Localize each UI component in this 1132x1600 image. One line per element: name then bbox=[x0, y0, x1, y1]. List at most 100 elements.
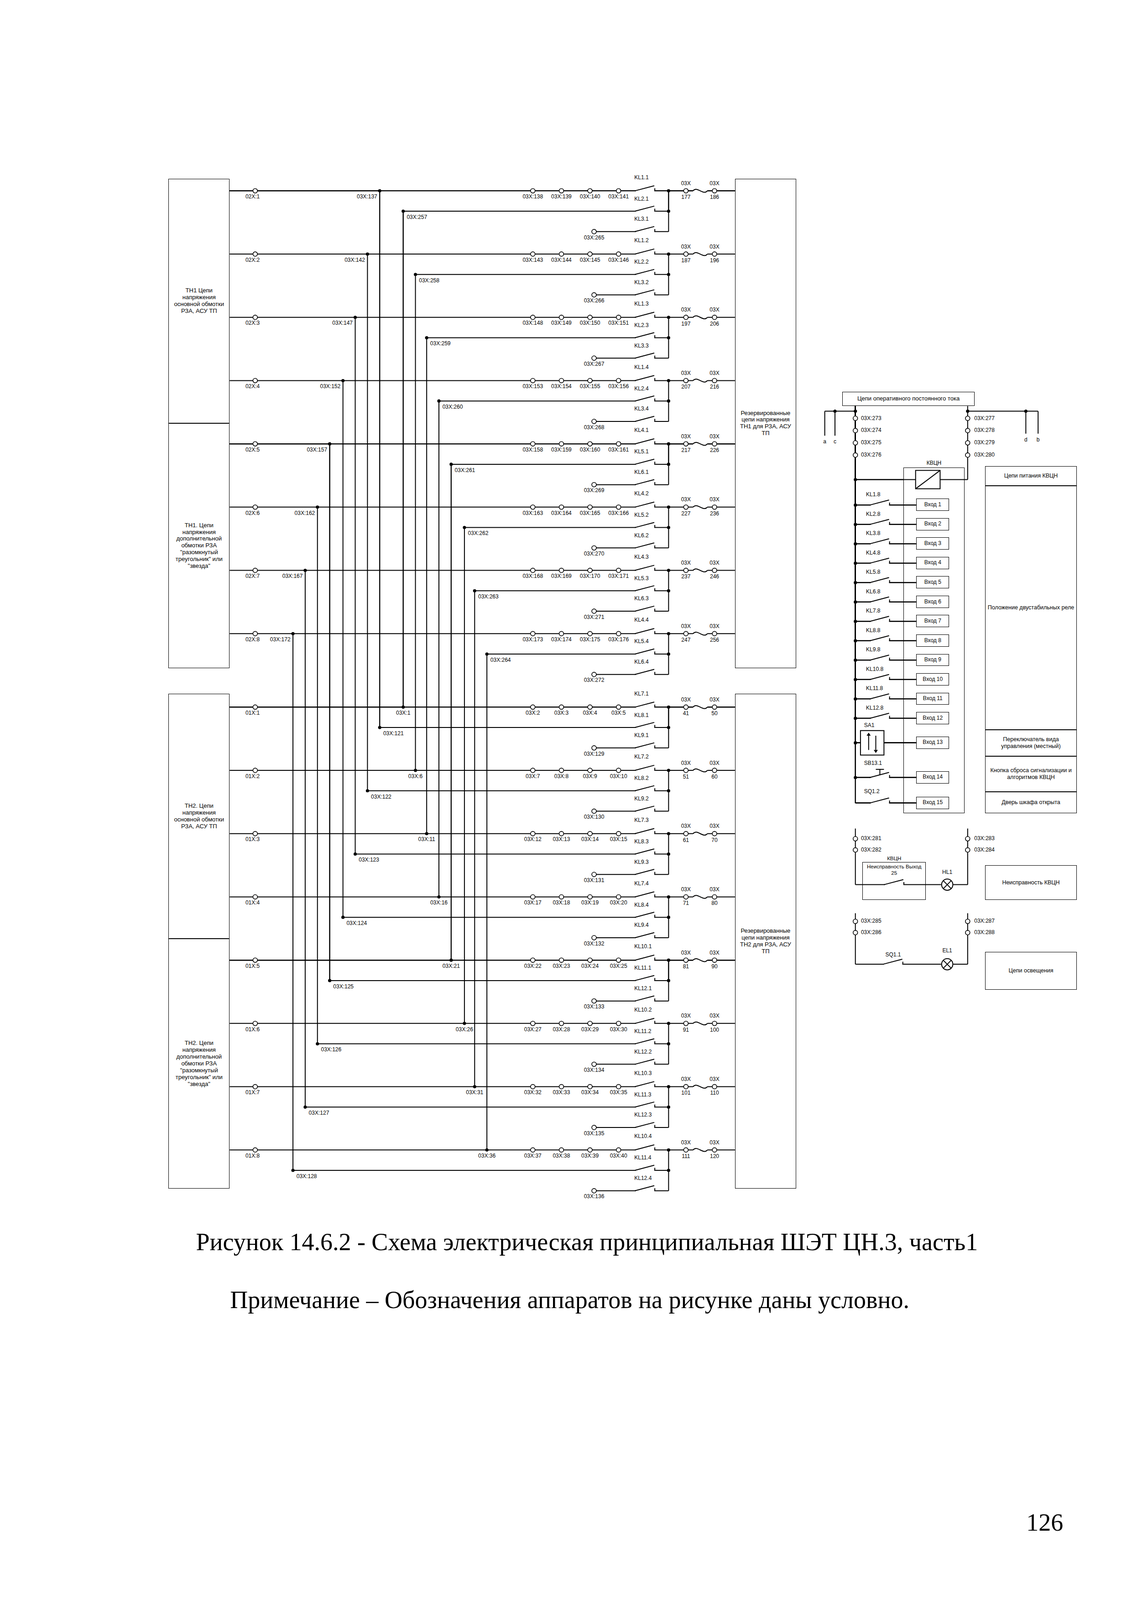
terminal bbox=[559, 895, 564, 900]
controller-box: КВЦНВход 1Вход 2Вход 3Вход 4Вход 5Вход 6… bbox=[903, 467, 965, 814]
terminal-label: 03X bbox=[680, 697, 692, 703]
relay-contact bbox=[635, 1186, 655, 1192]
relay-contact bbox=[654, 271, 656, 275]
wire bbox=[834, 411, 836, 437]
box-text: Вход 12 bbox=[918, 715, 947, 722]
terminal-label: KL3.1 bbox=[633, 216, 649, 222]
terminal-label: 03X:167 bbox=[281, 573, 304, 580]
terminal bbox=[965, 848, 971, 853]
terminal-label: 03X:171 bbox=[607, 573, 630, 580]
terminal bbox=[591, 809, 597, 814]
terminal-label: 03X:160 bbox=[579, 447, 601, 453]
terminal-label: 03X:174 bbox=[550, 636, 573, 643]
terminal-label: 03X bbox=[680, 623, 692, 630]
relay-contact bbox=[869, 798, 890, 804]
terminal-label: KL4.3 bbox=[633, 554, 649, 560]
terminal-label: 03X:176 bbox=[607, 636, 630, 643]
terminal bbox=[683, 1085, 689, 1090]
relay-contact bbox=[889, 677, 891, 680]
disconnect-link bbox=[693, 442, 708, 446]
terminal-label: EL1 bbox=[941, 948, 953, 954]
relay-contact bbox=[635, 933, 655, 939]
relay-contact bbox=[882, 959, 903, 965]
terminal-label: 03X:130 bbox=[583, 814, 606, 820]
terminal-label: 186 bbox=[709, 194, 720, 200]
relay-contact bbox=[889, 800, 891, 804]
junction-dot bbox=[365, 789, 370, 793]
disconnect-link bbox=[693, 506, 708, 509]
terminal-label: 03X:123 bbox=[358, 857, 380, 863]
terminal-label: 03X:151 bbox=[607, 320, 630, 326]
terminal-label: 03X bbox=[709, 623, 720, 630]
junction-dot bbox=[1024, 409, 1028, 413]
annotation-box: Неисправность КВЦН bbox=[985, 865, 1077, 901]
terminal-label: 03X:40 bbox=[609, 1153, 628, 1159]
junction-dot bbox=[378, 726, 382, 730]
terminal bbox=[587, 568, 593, 574]
terminal-label: 03X:157 bbox=[306, 447, 328, 453]
terminal-label: SA1 bbox=[863, 722, 876, 729]
link-gap bbox=[693, 894, 708, 900]
terminal-label: 03X:260 bbox=[442, 404, 464, 410]
terminal-label: 110 bbox=[709, 1090, 720, 1096]
terminal bbox=[587, 378, 593, 384]
wire bbox=[343, 917, 669, 919]
terminal-label: 02X:3 bbox=[245, 320, 261, 326]
terminal bbox=[683, 378, 689, 384]
terminal-label: 217 bbox=[680, 447, 691, 454]
terminal-label: 03X:156 bbox=[607, 383, 630, 390]
relay-contact bbox=[654, 418, 656, 422]
terminal-label: 177 bbox=[680, 194, 691, 200]
box-text: Положение двустабильных реле bbox=[987, 604, 1075, 611]
terminal-label: KL11.4 bbox=[633, 1155, 652, 1161]
fault-output-box: КВЦННеисправность Выход 25 bbox=[862, 862, 926, 901]
wire bbox=[415, 274, 417, 771]
wire bbox=[229, 770, 669, 772]
terminal-label: 03X:281 bbox=[860, 835, 882, 842]
wire bbox=[229, 380, 669, 381]
disconnect-link bbox=[693, 189, 708, 193]
terminal-label: 03X:273 bbox=[860, 415, 882, 422]
wire bbox=[426, 337, 669, 339]
relay-contact bbox=[635, 975, 655, 981]
terminal-label: KL5.2 bbox=[633, 512, 649, 518]
relay-contact bbox=[635, 869, 655, 875]
disconnect-link bbox=[693, 632, 708, 636]
input-box: Вход 7 bbox=[916, 615, 950, 628]
terminal-label: 03X:29 bbox=[580, 1027, 600, 1033]
terminal-label: 03X bbox=[680, 433, 692, 440]
relay-contact bbox=[635, 1122, 655, 1128]
junction-dot bbox=[291, 1168, 295, 1173]
disconnect-link bbox=[693, 769, 708, 773]
terminal-label: 02X:7 bbox=[245, 573, 261, 580]
lamp-symbol bbox=[943, 881, 951, 889]
junction-dot bbox=[303, 568, 307, 573]
terminal bbox=[587, 895, 593, 900]
terminal-label: 71 bbox=[682, 900, 690, 907]
terminal-label: 03X:275 bbox=[860, 439, 882, 446]
terminal bbox=[683, 251, 689, 257]
junction-dot bbox=[853, 716, 857, 720]
terminal bbox=[683, 568, 689, 574]
link-gap bbox=[693, 1147, 708, 1153]
terminal-label: 03X:147 bbox=[331, 320, 354, 326]
input-box: Вход 4 bbox=[916, 557, 950, 570]
terminal-label: KL4.4 bbox=[633, 617, 649, 623]
terminal-label: 03X:19 bbox=[580, 900, 600, 906]
terminal bbox=[559, 251, 564, 257]
wire bbox=[952, 964, 968, 966]
wire bbox=[594, 1001, 669, 1002]
relay-contact bbox=[635, 479, 655, 485]
relay-contact bbox=[654, 335, 656, 339]
relay-contact bbox=[889, 696, 891, 700]
junction-dot bbox=[328, 442, 332, 446]
terminal-label: 03X:9 bbox=[582, 773, 598, 780]
relay-contact bbox=[635, 353, 655, 359]
terminal bbox=[587, 1085, 593, 1090]
wire-connector bbox=[855, 406, 917, 700]
terminal-label: 03X:37 bbox=[523, 1153, 543, 1159]
terminal-label: 03X:282 bbox=[860, 847, 882, 853]
source-box: ТН2. Цепи напряжения основной обмотки РЗ… bbox=[168, 693, 230, 939]
relay-contact bbox=[635, 702, 655, 708]
relay-contact bbox=[635, 1165, 655, 1171]
